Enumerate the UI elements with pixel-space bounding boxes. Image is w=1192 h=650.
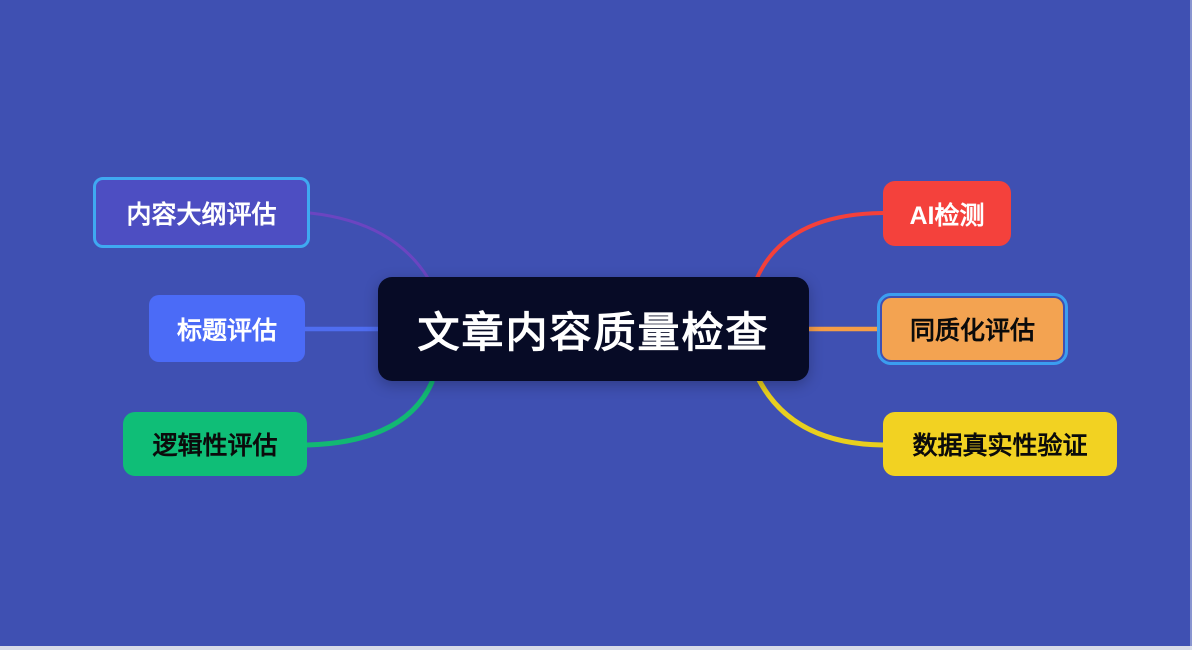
branch-node-ai-detection[interactable]: AI检测 — [883, 181, 1011, 246]
right-edge-line — [1190, 0, 1192, 650]
branch-node-title-evaluation[interactable]: 标题评估 — [149, 295, 305, 362]
central-topic-node[interactable]: 文章内容质量检查 — [378, 277, 809, 381]
branch-node-logic-evaluation[interactable]: 逻辑性评估 — [123, 412, 307, 476]
connector-data-authenticity — [756, 377, 886, 448]
branch-node-homogenization[interactable]: 同质化评估 — [877, 293, 1068, 365]
branch-node-data-authenticity[interactable]: 数据真实性验证 — [883, 412, 1117, 476]
connector-logic-evaluation — [304, 379, 435, 448]
connector-ai-detection — [755, 211, 885, 280]
bottom-edge-strip — [0, 646, 1192, 650]
connector-content-outline — [308, 211, 430, 280]
branch-node-homogenization-label: 同质化评估 — [882, 298, 1063, 360]
branch-node-content-outline[interactable]: 内容大纲评估 — [93, 177, 310, 248]
